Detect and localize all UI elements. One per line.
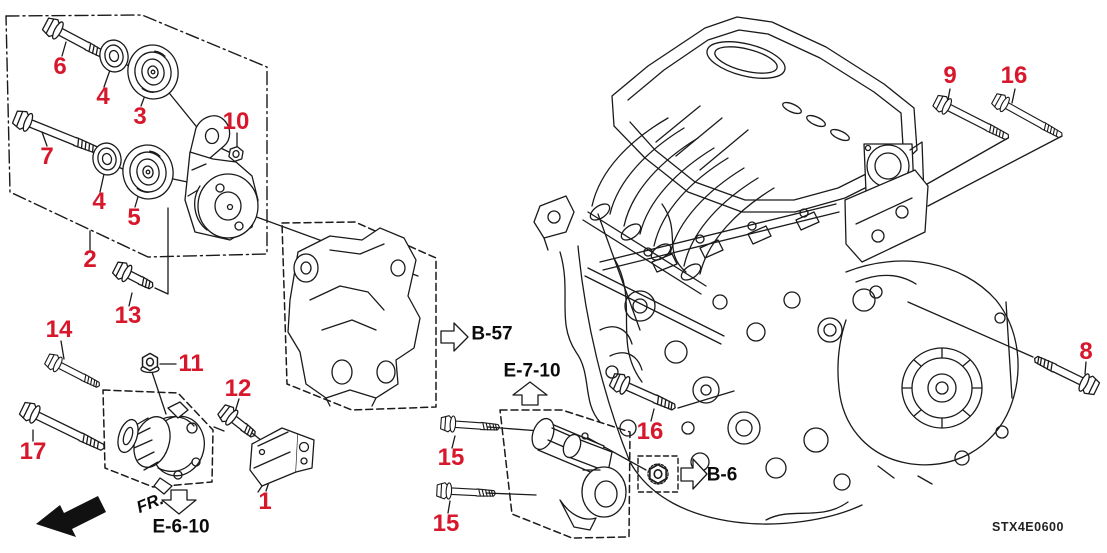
callout-4a: 4 <box>96 83 110 110</box>
bolt-12-art <box>215 401 261 444</box>
callout-16a: 16 <box>636 418 664 445</box>
e7-10-arrow-icon <box>512 381 548 406</box>
bolt-15a-art <box>439 414 501 436</box>
callout-14: 14 <box>45 316 73 343</box>
callout-9: 9 <box>943 62 957 89</box>
callout-3: 3 <box>133 103 147 130</box>
washer-4a-art <box>96 36 132 76</box>
starter-box <box>499 409 631 539</box>
callout-15a: 15 <box>437 444 465 471</box>
callout-8: 8 <box>1079 338 1093 365</box>
alternator-box <box>102 389 214 488</box>
callout-4b: 4 <box>92 188 106 215</box>
b6-arrow-icon <box>680 458 708 490</box>
b57-bracket-art <box>287 227 421 407</box>
ref-b57: B-57 <box>471 323 513 345</box>
bolt-15b-art <box>435 481 497 503</box>
fr-arrow-icon <box>36 496 106 537</box>
callout-17: 17 <box>19 438 47 465</box>
nut-10-art <box>227 144 245 164</box>
b57-bracket-box <box>281 221 437 411</box>
bolt-14-art <box>42 351 104 394</box>
ref-e7-10: E-7-10 <box>503 360 561 382</box>
pulley-5-art <box>117 139 179 205</box>
b57-arrow-icon <box>440 322 469 352</box>
callout-11: 11 <box>178 350 204 377</box>
b6-nut-art <box>647 463 669 485</box>
ref-e6-10: E-6-10 <box>152 516 210 538</box>
pulley-3-art <box>122 39 184 105</box>
ref-b6: B-6 <box>706 464 738 486</box>
callout-10: 10 <box>222 108 250 135</box>
bolt-16b-art <box>989 91 1067 144</box>
callout-12: 12 <box>224 375 252 402</box>
callout-13: 13 <box>114 302 142 329</box>
nut-11-art <box>140 352 160 374</box>
callout-5: 5 <box>127 204 141 231</box>
bolt-7-art <box>10 107 104 161</box>
callout-16b: 16 <box>1000 62 1028 89</box>
bolt-16a-art <box>607 370 680 418</box>
callout-6: 6 <box>53 53 67 80</box>
tensioner-body-art <box>184 115 259 241</box>
alternator-art <box>117 401 205 495</box>
callout-7: 7 <box>40 143 54 170</box>
engine-art <box>533 16 1019 525</box>
callout-15b: 15 <box>432 510 460 537</box>
callout-2: 2 <box>83 246 97 273</box>
bracket-1-art <box>249 427 315 493</box>
starter-art <box>531 417 627 531</box>
callout-1: 1 <box>258 488 272 515</box>
b6-nut-box <box>637 455 679 493</box>
diagram-code: STX4E0600 <box>992 519 1064 534</box>
e6-10-arrow-icon <box>161 489 197 515</box>
tensioner-group-box <box>5 14 268 258</box>
bolt-13-art <box>110 258 158 296</box>
